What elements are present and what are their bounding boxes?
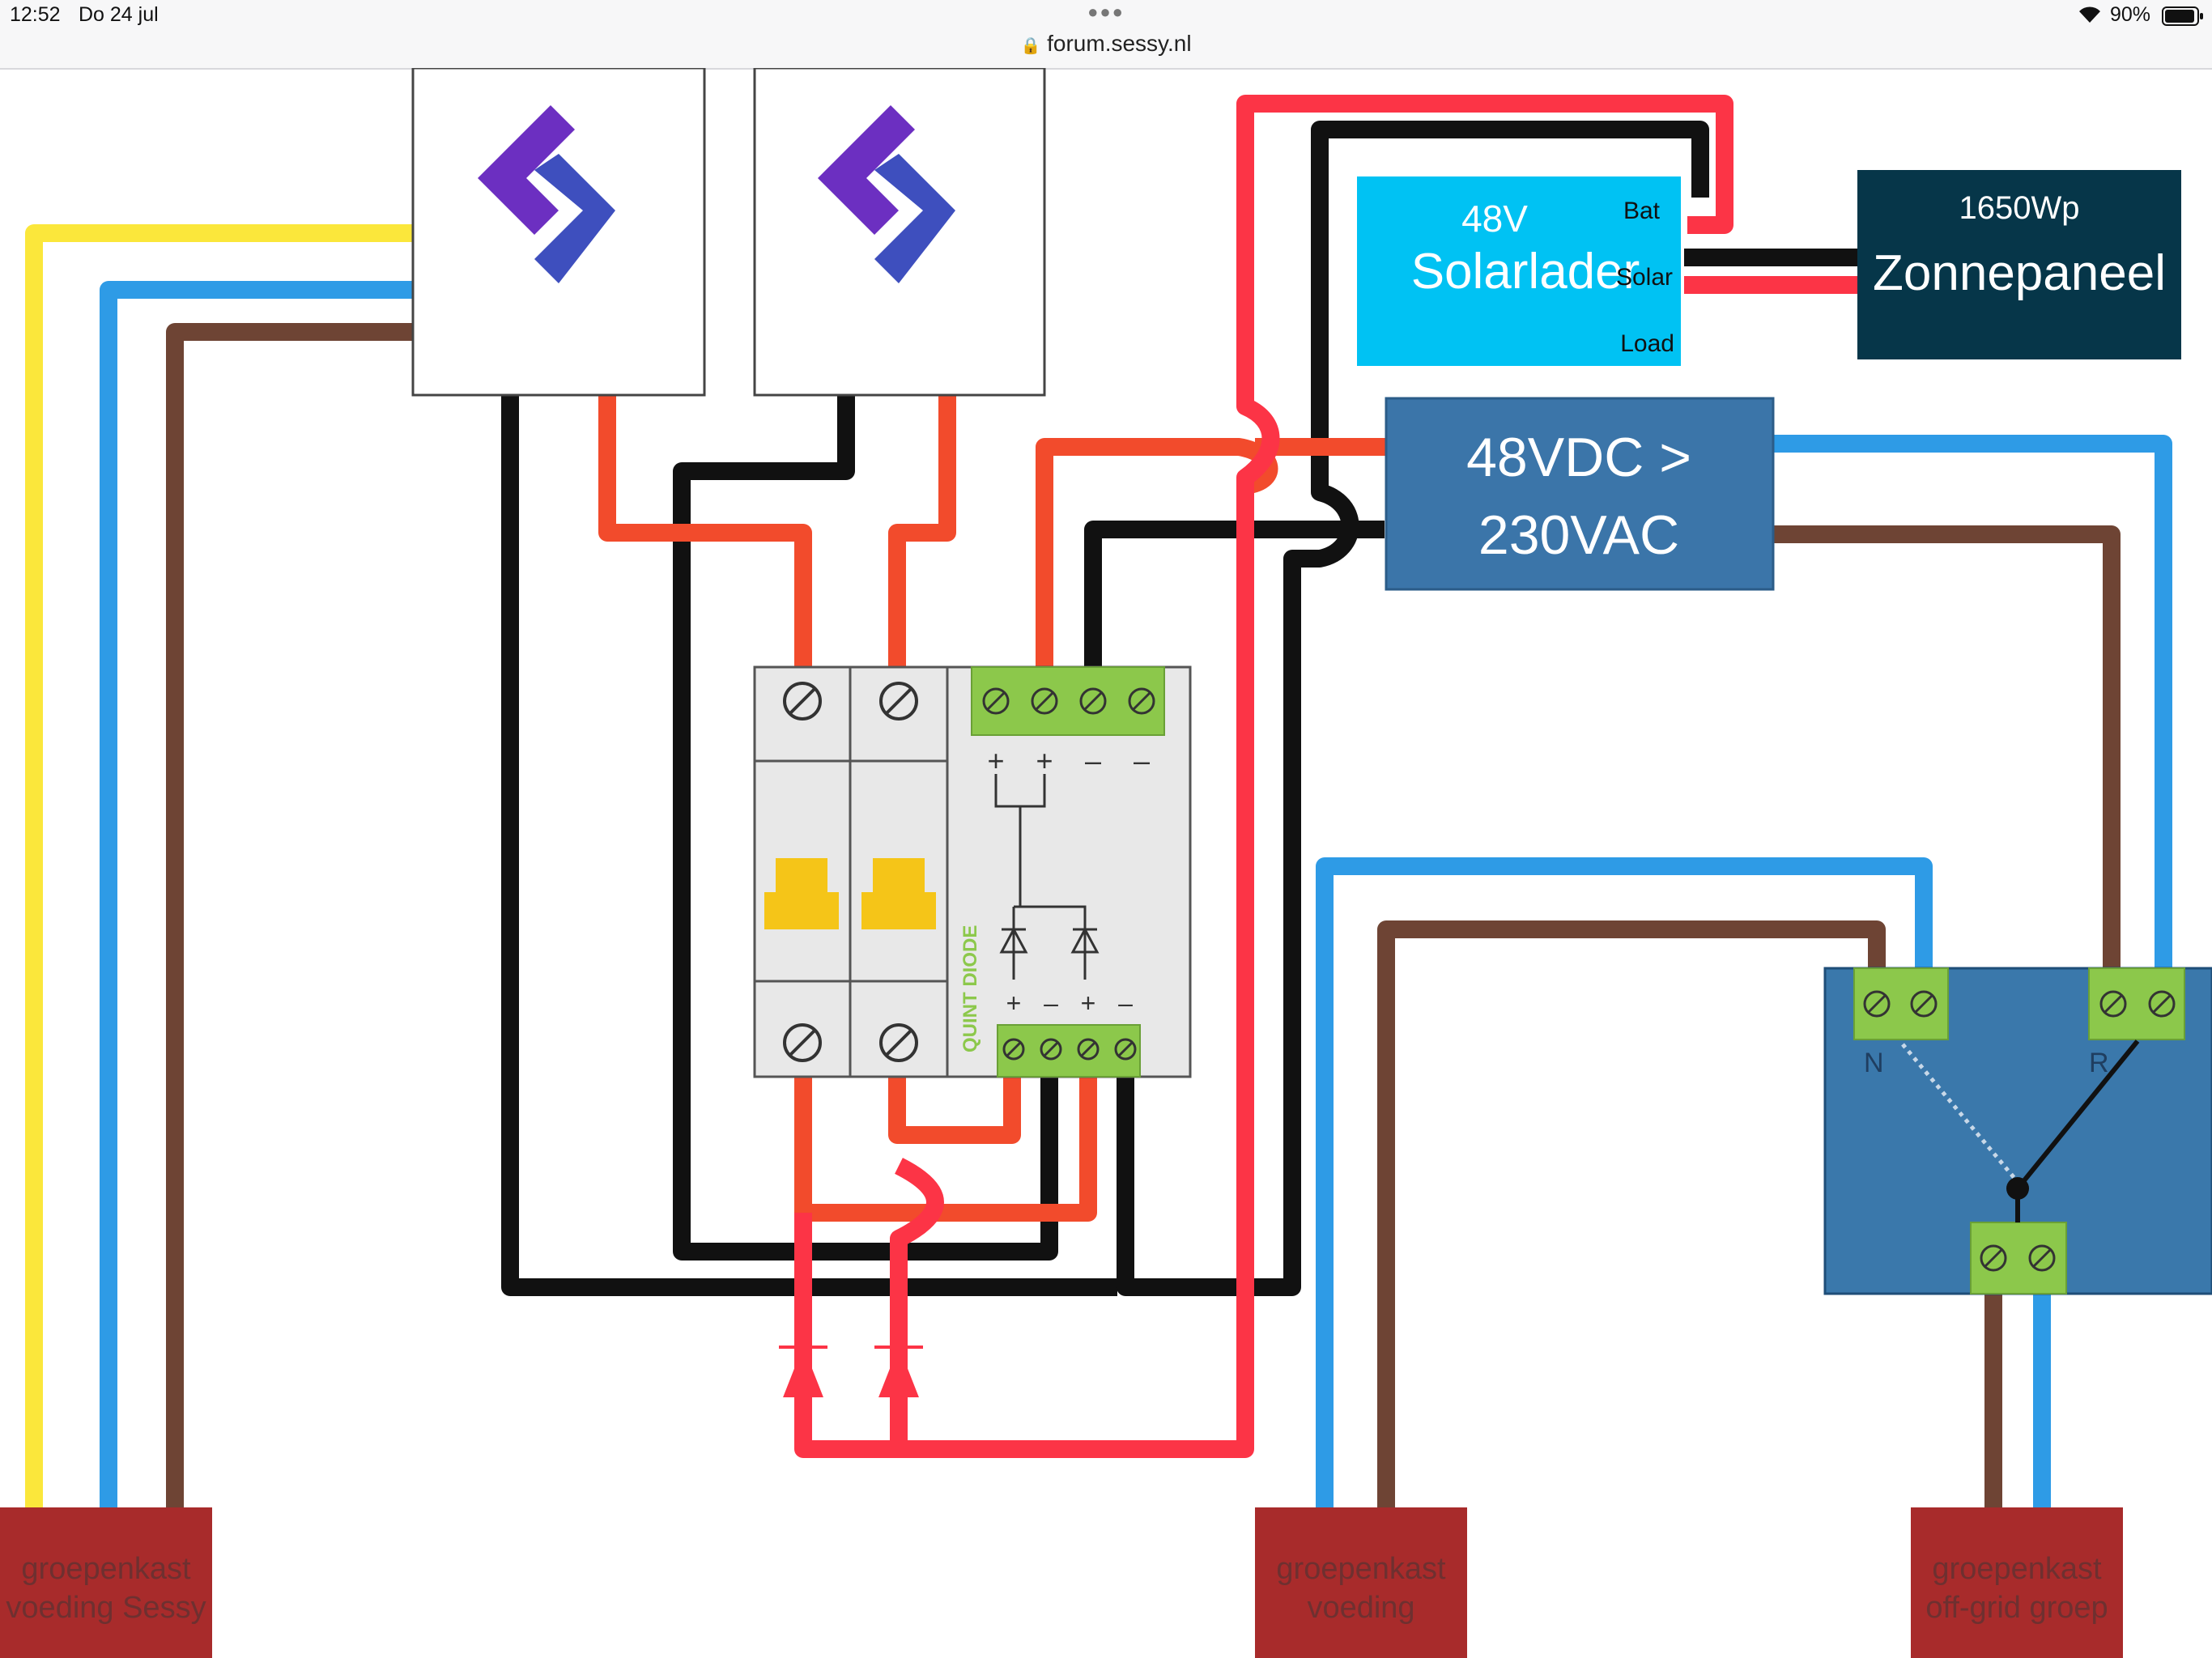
diode-sign: – <box>1118 988 1133 1018</box>
solar-panel-title: Zonnepaneel <box>1873 245 2166 301</box>
inverter-line1: 48VDC > <box>1466 427 1691 488</box>
inverter-line2: 230VAC <box>1478 504 1679 566</box>
wifi-icon <box>2076 3 2104 30</box>
switch-pivot-icon <box>2006 1177 2029 1200</box>
wire-blue-inverter <box>1773 435 2172 970</box>
diode-sign: – <box>1044 988 1058 1018</box>
diode-symbol-icon <box>994 774 1100 980</box>
lock-icon: 🔒 <box>1020 37 1041 55</box>
group-label-line2: voeding Sessy <box>6 1591 206 1625</box>
wire-orange-breaker1-diode <box>794 1048 1097 1222</box>
wire-orange-breaker2-diode <box>888 1048 1021 1144</box>
group-box-offgrid: groepenkast off-grid groep <box>1911 1507 2123 1658</box>
switch-n-label: N <box>1864 1048 1884 1078</box>
wire-blue-grid <box>1316 857 1933 1514</box>
address-bar[interactable]: 🔒 forum.sessy.nl <box>0 31 2212 57</box>
wiring-diagram: + + – – QUINT DIODE + – + – <box>0 68 2212 1658</box>
diode-sign: – <box>1134 744 1150 777</box>
switch-r-label: R <box>2089 1048 2109 1078</box>
diode-sign: + <box>1081 988 1096 1018</box>
wire-red-branch <box>890 1158 944 1449</box>
diode-terminals-top <box>971 666 1165 736</box>
sessy-logo-icon <box>818 105 955 283</box>
quint-diode-label: QUINT DIODE <box>959 925 981 1052</box>
group-box-voeding: groepenkast voeding <box>1255 1507 1467 1658</box>
wire-red-main <box>794 95 1733 1458</box>
solar-charger: 48V Solarlader Bat Solar Load <box>1357 176 1681 366</box>
wire-brown-inverter <box>1773 525 2121 970</box>
more-dots-icon[interactable]: ●●● <box>1087 2 1125 22</box>
wire-blue-left <box>100 281 413 1514</box>
wire-black-inverter-minus <box>1084 521 1385 667</box>
battery-percent: 90% <box>2110 3 2151 26</box>
switch-box: N R <box>1823 967 2212 1295</box>
diode-terminals-bottom <box>997 1024 1141 1078</box>
wire-brown-left <box>166 323 413 1514</box>
sessy-logo-icon <box>478 105 615 283</box>
solar-charger-title: Solarlader <box>1411 244 1640 300</box>
status-date: Do 24 jul <box>79 3 159 26</box>
inverter: 48VDC > 230VAC <box>1385 397 1775 591</box>
switch-terminals <box>1853 967 2185 1295</box>
wire-black-sessy1 <box>501 395 1117 1296</box>
sessy-unit-1 <box>411 68 706 397</box>
solar-panel: 1650Wp Zonnepaneel <box>1857 170 2181 359</box>
breaker-module: + + – – QUINT DIODE + – + – <box>753 665 1192 1078</box>
wire-orange-sessy1 <box>598 395 812 669</box>
diode-sign: + <box>1006 988 1022 1018</box>
breaker-handle-icon <box>764 858 936 929</box>
wire-yellow-left <box>25 224 413 1514</box>
status-time: 12:52 <box>10 3 61 26</box>
port-load-label: Load <box>1620 330 1674 357</box>
group-label-line1: groepenkast <box>21 1552 191 1586</box>
battery-icon <box>2162 6 2204 32</box>
status-bar: 12:52 Do 24 jul ●●● 🔒 forum.sessy.nl 90% <box>0 0 2212 70</box>
port-bat-label: Bat <box>1623 198 1661 224</box>
diode-arrow-icon <box>779 1346 923 1397</box>
port-solar-label: Solar <box>1616 264 1673 291</box>
screw-icon <box>783 682 918 1062</box>
diode-sign: + <box>987 744 1004 777</box>
group-label-line1: groepenkast <box>1276 1552 1446 1586</box>
sessy-unit-2 <box>753 68 1046 397</box>
solar-charger-voltage: 48V <box>1461 198 1528 240</box>
group-label-line1: groepenkast <box>1932 1552 2102 1586</box>
wire-orange-sessy2 <box>888 395 956 669</box>
group-label-line2: voeding <box>1307 1591 1414 1625</box>
wire-brown-grid <box>1377 920 1886 1514</box>
wire-orange-diode-to-inverter <box>1036 438 1278 667</box>
group-label-line2: off-grid groep <box>1925 1591 2108 1625</box>
solar-panel-power: 1650Wp <box>1959 190 2080 226</box>
diode-sign: – <box>1085 744 1101 777</box>
url-text: forum.sessy.nl <box>1047 31 1192 56</box>
diode-sign: + <box>1036 744 1053 777</box>
group-box-sessy: groepenkast voeding Sessy <box>0 1507 212 1658</box>
